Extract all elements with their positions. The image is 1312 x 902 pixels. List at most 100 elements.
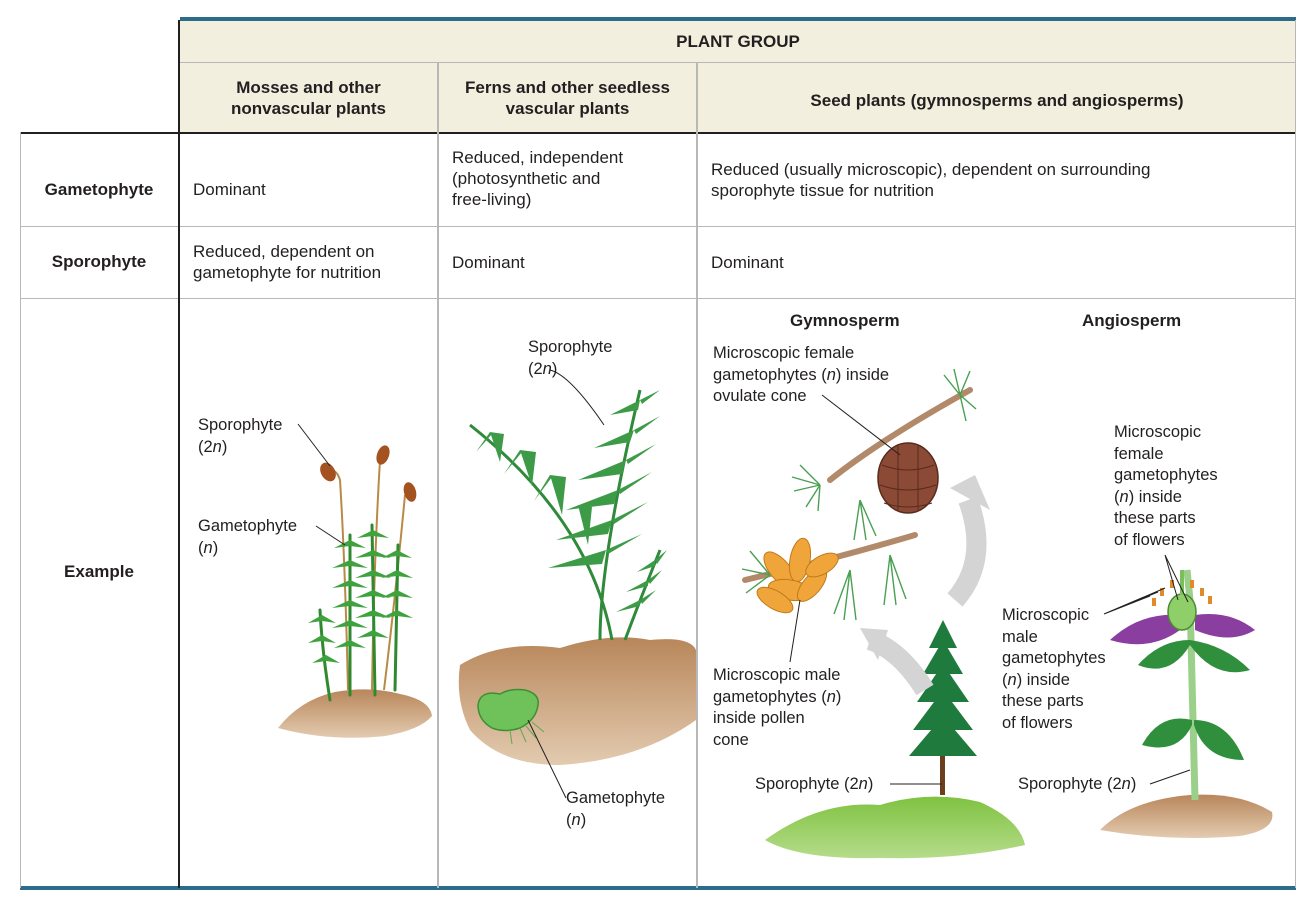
fern-rhizoids	[509, 721, 545, 745]
row-label-gametophyte: Gametophyte	[44, 180, 154, 199]
fern-gametophyte	[477, 688, 539, 732]
column-header-seed-plants: Seed plants (gymnosperms and angiosperms…	[698, 90, 1296, 111]
label-angio-sporophyte: Sporophyte (2n)	[1018, 775, 1137, 793]
grid-line	[178, 20, 180, 888]
row-label-example: Example	[64, 562, 134, 581]
gymnosperm-heading: Gymnosperm	[790, 311, 900, 330]
cell-line: Dominant	[452, 253, 525, 272]
label-line: Sporophyte	[198, 416, 283, 434]
label-fern-sporophyte: Sporophyte (2n)	[528, 337, 612, 380]
leader-line	[315, 525, 346, 546]
cell-line: sporophyte tissue for nutrition	[711, 181, 935, 200]
label-angio-male: Microscopic male gametophytes (n) inside…	[1002, 605, 1106, 734]
angio-petal	[1195, 614, 1255, 638]
cell-line: Reduced, independent	[452, 148, 624, 167]
label-gymno-male: Microscopic male gametophytes (n) inside…	[713, 665, 841, 751]
moss-soil	[278, 689, 432, 738]
cell-line: Dominant	[711, 253, 784, 272]
gymno-hill	[765, 796, 1025, 859]
grid-line	[20, 132, 1296, 134]
label-moss-sporophyte: Sporophyte (2n)	[198, 415, 282, 458]
top-rule	[180, 17, 1296, 21]
grid-line	[20, 132, 21, 888]
moss-illustration	[278, 423, 432, 738]
angio-petal	[1110, 614, 1180, 645]
grid-line	[696, 62, 698, 888]
grid-line	[1295, 20, 1296, 888]
grid-line	[20, 298, 1296, 299]
cell-line: free-living)	[452, 190, 532, 209]
moss-leaves	[308, 530, 413, 663]
gymno-branch	[827, 387, 973, 483]
group-header-bg	[180, 20, 1296, 133]
column-header-line: Mosses and other	[236, 78, 381, 97]
label-line: Gametophyte	[198, 517, 298, 535]
leader-line	[821, 394, 901, 456]
label-line: of flowers	[1114, 530, 1185, 549]
leader-line	[1149, 769, 1191, 785]
fern-soil	[458, 637, 696, 765]
lifecycle-arrow-head	[950, 475, 990, 510]
label-line: (n) inside	[1114, 487, 1182, 506]
label-line: of flowers	[1002, 713, 1073, 732]
label-line: gametophytes (n)	[713, 687, 842, 706]
column-header-line: Seed plants (gymnosperms and angiosperms…	[810, 91, 1184, 110]
plant-group-header: PLANT GROUP	[676, 32, 800, 51]
leader-line	[527, 719, 567, 799]
angio-soil	[1100, 794, 1273, 838]
label-line: ovulate cone	[713, 387, 807, 405]
label-line: gametophytes	[1002, 649, 1106, 667]
leader-line	[1164, 554, 1189, 603]
label-angio-female: Microscopic female gametophytes (n) insi…	[1114, 422, 1218, 551]
cell-line: gametophyte for nutrition	[193, 263, 382, 282]
label-line: gametophytes (n) inside	[713, 365, 890, 384]
column-header-ferns: Ferns and other seedless vascular plants	[439, 77, 696, 119]
column-header-line: Ferns and other seedless	[464, 78, 671, 97]
label-line: Microscopic	[1114, 423, 1202, 441]
leader-line	[297, 423, 331, 467]
ovulate-cone	[877, 442, 939, 514]
cell-gametophyte-seed-plants: Reduced (usually microscopic), dependent…	[711, 159, 1150, 201]
label-line: Sporophyte	[528, 338, 613, 356]
cell-line: Reduced, dependent on	[193, 242, 375, 261]
cell-sporophyte-seed-plants: Dominant	[711, 252, 784, 273]
moss-capsule	[320, 462, 336, 482]
moss-capsule	[376, 445, 390, 465]
gymno-tree-foliage	[909, 620, 977, 756]
label-line: Microscopic male	[713, 666, 841, 684]
label-line: these parts	[1002, 692, 1084, 710]
cone-scales	[879, 446, 937, 510]
label-line: (2n)	[528, 359, 558, 378]
gymnosperm-illustration	[741, 368, 1025, 859]
lifecycle-arrow-head	[860, 628, 888, 660]
moss-sporophyte-stalk	[329, 469, 349, 691]
moss-sporophyte-stalk	[371, 459, 381, 691]
grid-line	[437, 62, 439, 888]
cell-line: Reduced (usually microscopic), dependent…	[711, 160, 1151, 179]
angiosperm-heading: Angiosperm	[1082, 311, 1182, 330]
fern-stipes	[469, 389, 662, 641]
cell-sporophyte-mosses: Reduced, dependent on gametophyte for nu…	[193, 241, 381, 283]
angio-ovary	[1167, 593, 1197, 631]
label-fern-gametophyte: Gametophyte (n)	[566, 788, 665, 831]
fern-pinnae	[476, 390, 667, 612]
fern-illustration	[458, 369, 696, 799]
leader-line	[549, 369, 605, 426]
grid-line	[20, 226, 1296, 227]
grid-line	[180, 62, 1296, 63]
label-line: Microscopic female	[713, 344, 855, 362]
label-line: male	[1002, 627, 1038, 646]
label-line: these parts	[1114, 509, 1196, 527]
label-moss-gametophyte: Gametophyte (n)	[198, 516, 297, 559]
cell-line: Dominant	[193, 180, 266, 199]
label-line: cone	[713, 730, 749, 749]
label-line: (n)	[198, 538, 219, 557]
label-line: (n) inside	[1002, 670, 1070, 689]
cell-sporophyte-ferns: Dominant	[452, 252, 525, 273]
label-gymno-sporophyte: Sporophyte (2n)	[755, 775, 874, 793]
column-header-line: nonvascular plants	[231, 99, 386, 118]
column-header-line: vascular plants	[505, 99, 630, 118]
lifecycle-arrow	[947, 496, 987, 607]
angio-anthers	[1152, 580, 1212, 606]
